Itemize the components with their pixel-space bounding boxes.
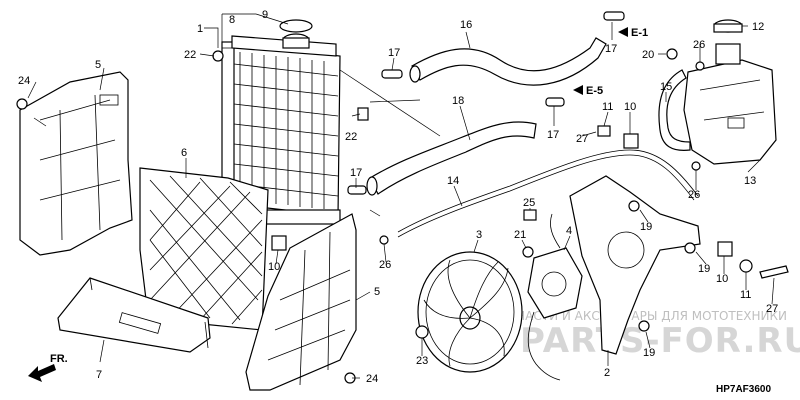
- callout-15: 15: [660, 81, 672, 93]
- callout-6: 6: [181, 147, 187, 159]
- ref-e5: E-5: [586, 85, 603, 97]
- callout-10b: 10: [624, 101, 636, 113]
- callout-19b: 19: [698, 263, 710, 275]
- callout-18: 18: [452, 95, 464, 107]
- radiator-cap: [279, 19, 313, 49]
- callout-2: 2: [604, 367, 610, 379]
- callout-22b: 22: [345, 131, 357, 143]
- callout-13: 13: [744, 175, 756, 187]
- overflow-tube: [658, 69, 691, 151]
- left-shroud: [19, 71, 133, 256]
- fan-shroud-mesh: [139, 167, 269, 331]
- callout-1: 1: [197, 23, 203, 35]
- reserve-tank: [683, 43, 777, 165]
- callout-21: 21: [514, 229, 526, 241]
- reserve-tank-cap: [713, 19, 743, 33]
- watermark-line-2: PARTS-FOR.RU: [520, 321, 800, 361]
- callout-10a: 10: [268, 261, 280, 273]
- callout-27b: 27: [766, 303, 778, 315]
- right-shroud: [245, 213, 357, 391]
- callout-16: 16: [460, 19, 472, 31]
- callout-19c: 19: [643, 347, 655, 359]
- front-arrow-label: FR.: [50, 353, 68, 365]
- callout-14: 14: [447, 175, 459, 187]
- callout-26c: 26: [688, 189, 700, 201]
- fan-motor: [527, 213, 583, 381]
- callout-9: 9: [262, 9, 268, 21]
- callout-24b: 24: [366, 373, 378, 385]
- callout-25: 25: [523, 197, 535, 209]
- callout-11a: 11: [602, 101, 613, 113]
- diagram-code: HP7AF3600: [716, 384, 771, 395]
- callout-17d: 17: [547, 129, 559, 141]
- callout-3: 3: [476, 229, 482, 241]
- callout-10c: 10: [716, 273, 728, 285]
- siphon-tube: [397, 149, 699, 238]
- lower-hose: [366, 121, 537, 196]
- callout-4: 4: [566, 225, 572, 237]
- callout-17b: 17: [350, 167, 362, 179]
- leader-lines: [27, 13, 775, 379]
- callout-24a: 24: [18, 75, 30, 87]
- reference-tags: E-1 E-5: [573, 27, 648, 97]
- callout-8: 8: [229, 14, 235, 26]
- watermark-line-1: ЗАПЧАСТИ И АКСЕССУАРЫ ДЛЯ МОТОТЕХНИКИ: [492, 309, 787, 323]
- callout-7: 7: [96, 369, 102, 381]
- callout-26b: 26: [693, 39, 705, 51]
- cooling-fan: [417, 251, 523, 373]
- callout-26a: 26: [379, 259, 391, 271]
- callout-11b: 11: [740, 289, 751, 301]
- callout-17a: 17: [388, 47, 400, 59]
- hardware-bolts: [16, 11, 789, 384]
- callout-23: 23: [416, 355, 428, 367]
- upper-hose: [409, 37, 607, 86]
- callouts: 1 8 9 22 24 5 6 7 17 22 17 10 26 5 24 16…: [18, 9, 778, 385]
- callout-5a: 5: [95, 59, 101, 71]
- callout-17c: 17: [605, 43, 617, 55]
- callout-12: 12: [752, 21, 764, 33]
- callout-19a: 19: [640, 221, 652, 233]
- fan-bracket: [569, 175, 701, 355]
- callout-5b: 5: [374, 286, 380, 298]
- callout-22a: 22: [184, 49, 196, 61]
- ref-e1: E-1: [631, 27, 648, 39]
- callout-20: 20: [642, 49, 654, 61]
- callout-27a: 27: [576, 133, 588, 145]
- lower-cover: [57, 277, 211, 353]
- front-arrow: FR.: [28, 353, 68, 382]
